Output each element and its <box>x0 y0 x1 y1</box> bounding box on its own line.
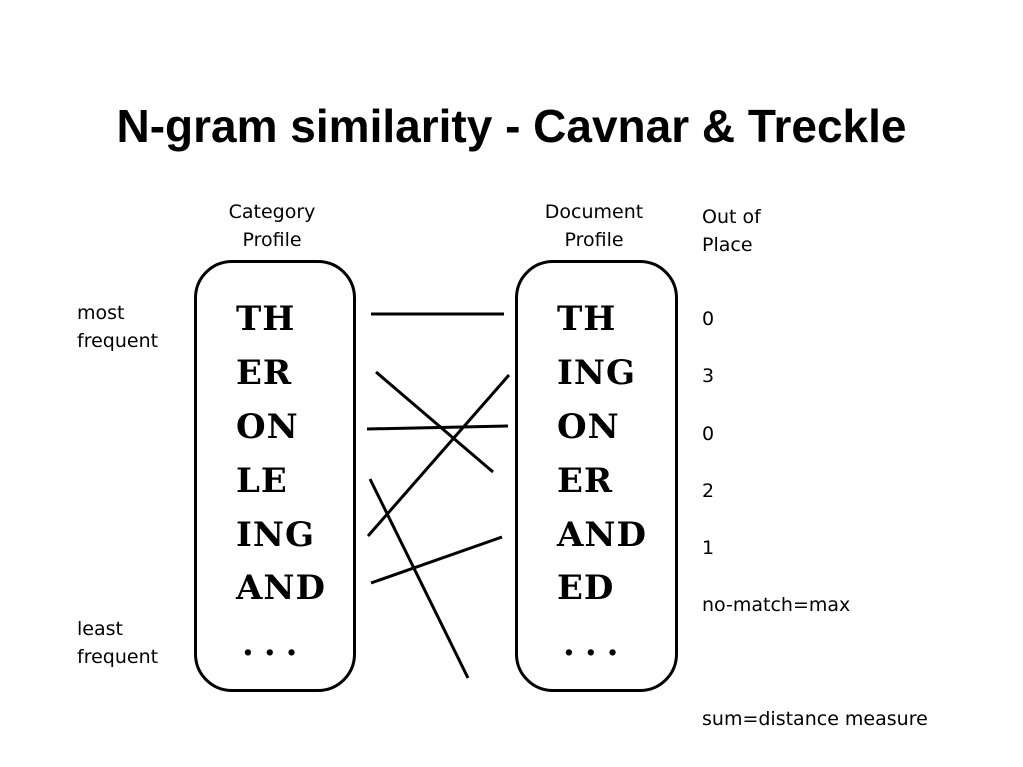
category-profile-header-line-2: Profile <box>242 229 302 251</box>
sum-distance-label: sum=distance measure <box>702 708 928 730</box>
least-frequent-label: least frequent <box>77 615 158 671</box>
connector-and-and <box>370 535 503 585</box>
document-ngram: ER <box>557 461 614 501</box>
out-of-place-header-line-2: Place <box>702 234 753 256</box>
most-frequent-line-1: most <box>77 302 125 324</box>
connector-on-on <box>366 424 509 431</box>
document-ngram: ED <box>557 568 615 608</box>
category-ngram: ON <box>236 407 299 447</box>
category-ngram: ING <box>236 515 316 555</box>
document-ngram: TH <box>557 299 617 339</box>
connector-ing-ing <box>366 374 511 537</box>
out-of-place-score: 3 <box>702 365 715 387</box>
slide-title: N-gram similarity - Cavnar & Treckle <box>116 100 907 152</box>
document-profile-box <box>515 260 678 692</box>
no-match-label: no-match=max <box>702 594 851 616</box>
category-ngram: ER <box>236 353 293 393</box>
document-profile-header-line-2: Profile <box>564 229 624 251</box>
category-profile-header: Category Profile <box>192 198 352 254</box>
category-ellipsis: ... <box>242 624 308 664</box>
document-ngram: ON <box>557 407 620 447</box>
category-ngram: AND <box>236 568 326 608</box>
out-of-place-header-line-1: Out of <box>702 206 761 228</box>
out-of-place-score: 0 <box>702 423 715 445</box>
document-ngram: ING <box>557 353 637 393</box>
most-frequent-line-2: frequent <box>77 330 159 352</box>
least-frequent-line-2: frequent <box>77 646 159 668</box>
connector-le-nomatch <box>368 478 470 679</box>
category-ngram: LE <box>236 461 288 501</box>
out-of-place-score: 0 <box>702 308 715 330</box>
document-profile-header: Document Profile <box>514 198 674 254</box>
document-ellipsis: ... <box>563 624 629 664</box>
least-frequent-line-1: least <box>77 618 123 640</box>
document-profile-header-line-1: Document <box>544 201 644 223</box>
document-ngram: AND <box>557 515 647 555</box>
category-ngram: TH <box>236 299 296 339</box>
most-frequent-label: most frequent <box>77 299 158 355</box>
out-of-place-header: Out of Place <box>702 203 761 259</box>
out-of-place-score: 2 <box>702 480 715 502</box>
category-profile-header-line-1: Category <box>228 201 316 223</box>
connector-er-er <box>375 370 494 474</box>
out-of-place-score: 1 <box>702 537 715 559</box>
category-profile-box <box>194 260 356 692</box>
